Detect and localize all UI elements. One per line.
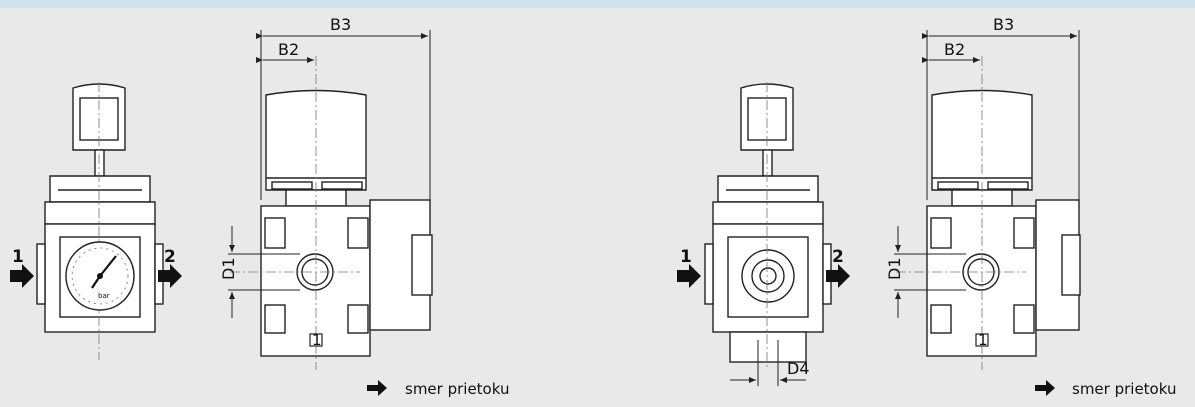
- dimension-d1-label: D1: [219, 258, 238, 281]
- port-in-label: 1: [12, 247, 24, 267]
- gauge-unit-label: bar: [98, 292, 110, 300]
- dimension-b2-label: B2: [278, 40, 299, 59]
- port-out-label: 2: [832, 247, 844, 267]
- port-marker-icon: [975, 333, 989, 347]
- dimension-b3-label: B3: [993, 15, 1014, 34]
- front-view-port: [704, 82, 832, 370]
- port-out-label: 2: [164, 247, 176, 267]
- flow-arrow-icon: [1035, 380, 1055, 396]
- pressure-gauge-icon: bar: [65, 241, 135, 311]
- technical-drawing: bar 1 2 1 B3 B2 D1: [0, 8, 1195, 403]
- flow-direction-note: smer prietoku: [405, 380, 509, 398]
- side-view: [896, 56, 1081, 370]
- side-view: [230, 56, 433, 370]
- dimension-d1-label: D1: [885, 258, 904, 281]
- port-marker-label: 1: [978, 331, 988, 349]
- front-view-gauge: [36, 82, 164, 360]
- dimension-d4-label: D4: [787, 359, 810, 378]
- flow-arrow-icon: [10, 264, 182, 288]
- port-in-label: 1: [680, 247, 692, 267]
- top-header-bar: [0, 0, 1195, 8]
- port-marker-label: 1: [312, 331, 322, 349]
- dimension-b2-label: B2: [944, 40, 965, 59]
- port-marker-icon: [309, 333, 323, 347]
- flow-direction-note: smer prietoku: [1072, 380, 1176, 398]
- flow-arrow-icon: [367, 380, 387, 396]
- dimension-b3-label: B3: [330, 15, 351, 34]
- flow-arrow-icon: [677, 264, 850, 288]
